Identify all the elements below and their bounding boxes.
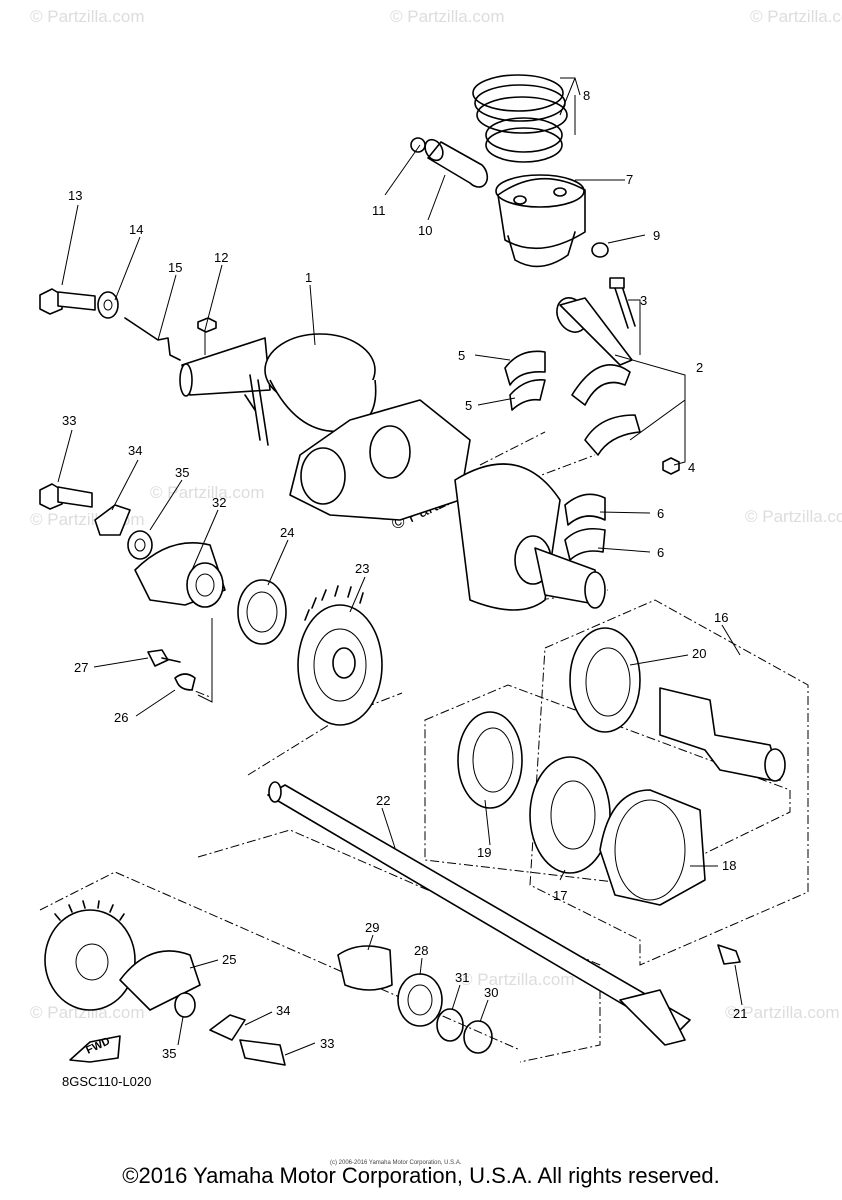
callout-18: 18: [722, 858, 736, 873]
watermark: © Partzilla.com: [390, 7, 505, 26]
callout-20: 20: [692, 646, 706, 661]
callout-14: 14: [129, 222, 143, 237]
callout-35: 35: [162, 1046, 176, 1061]
callout-5: 5: [458, 348, 465, 363]
watermark: © Partzilla.com: [745, 507, 842, 526]
callout-16: 16: [714, 610, 728, 625]
piston-rings: [472, 74, 568, 163]
callout-11: 11: [372, 203, 386, 218]
shaft-bearings: [337, 945, 493, 1054]
callout-21: 21: [733, 1006, 747, 1021]
callout-23: 23: [355, 561, 369, 576]
callout-34: 34: [276, 1003, 290, 1018]
callout-5: 5: [465, 398, 472, 413]
callout-22: 22: [376, 793, 390, 808]
leader-lines: [57, 77, 743, 1056]
callout-2: 2: [696, 360, 703, 375]
main-bearings: [564, 493, 606, 561]
callout-7: 7: [626, 172, 633, 187]
balancer-left: [39, 483, 226, 608]
output-assembly: [457, 627, 786, 965]
callout-6: 6: [657, 545, 664, 560]
callout-13: 13: [68, 188, 82, 203]
callout-33: 33: [62, 413, 76, 428]
callout-24: 24: [280, 525, 294, 540]
crankshaft: [179, 333, 606, 611]
callout-28: 28: [414, 943, 428, 958]
watermark: © Partzilla.com: [150, 483, 265, 502]
drive-shaft: [267, 781, 691, 1046]
connecting-rod: [504, 277, 680, 475]
callout-34: 34: [128, 443, 142, 458]
copyright-small: (c) 2006-2016 Yamaha Motor Corporation, …: [330, 1160, 462, 1166]
callout-33: 33: [320, 1036, 334, 1051]
callout-9: 9: [653, 228, 660, 243]
callout-17: 17: [553, 888, 567, 903]
callout-27: 27: [74, 660, 88, 675]
callout-32: 32: [212, 495, 226, 510]
watermark: © Partzilla.com: [30, 7, 145, 26]
callout-26: 26: [114, 710, 128, 725]
watermark: © Partzilla.com: [725, 1003, 840, 1022]
callout-1: 1: [305, 270, 312, 285]
callout-29: 29: [365, 920, 379, 935]
piston-pin: [410, 137, 609, 258]
bottom-gear: FWD: [44, 900, 286, 1066]
diagram-code: 8GSC110-L020: [62, 1074, 152, 1089]
callout-10: 10: [418, 223, 432, 238]
crank-hardware: [39, 288, 217, 361]
callouts: 8 7 9 11 10 3 2 4 5 5 6 6 1 12 15 14 13 …: [62, 88, 747, 1061]
callout-4: 4: [688, 460, 695, 475]
callout-3: 3: [640, 293, 647, 308]
balancer-gear: [147, 579, 383, 726]
copyright: ©2016 Yamaha Motor Corporation, U.S.A. A…: [122, 1163, 720, 1188]
callout-31: 31: [455, 970, 469, 985]
callout-8: 8: [583, 88, 590, 103]
callout-19: 19: [477, 845, 491, 860]
piston: [495, 174, 586, 268]
watermark: © Partzilla.com: [460, 970, 575, 989]
callout-25: 25: [222, 952, 236, 967]
callout-6: 6: [657, 506, 664, 521]
callout-12: 12: [214, 250, 228, 265]
callout-15: 15: [168, 260, 182, 275]
watermark: © Partzilla.com: [30, 1003, 145, 1022]
callout-30: 30: [484, 985, 498, 1000]
watermark: © Partzilla.com: [750, 7, 842, 26]
callout-35: 35: [175, 465, 189, 480]
